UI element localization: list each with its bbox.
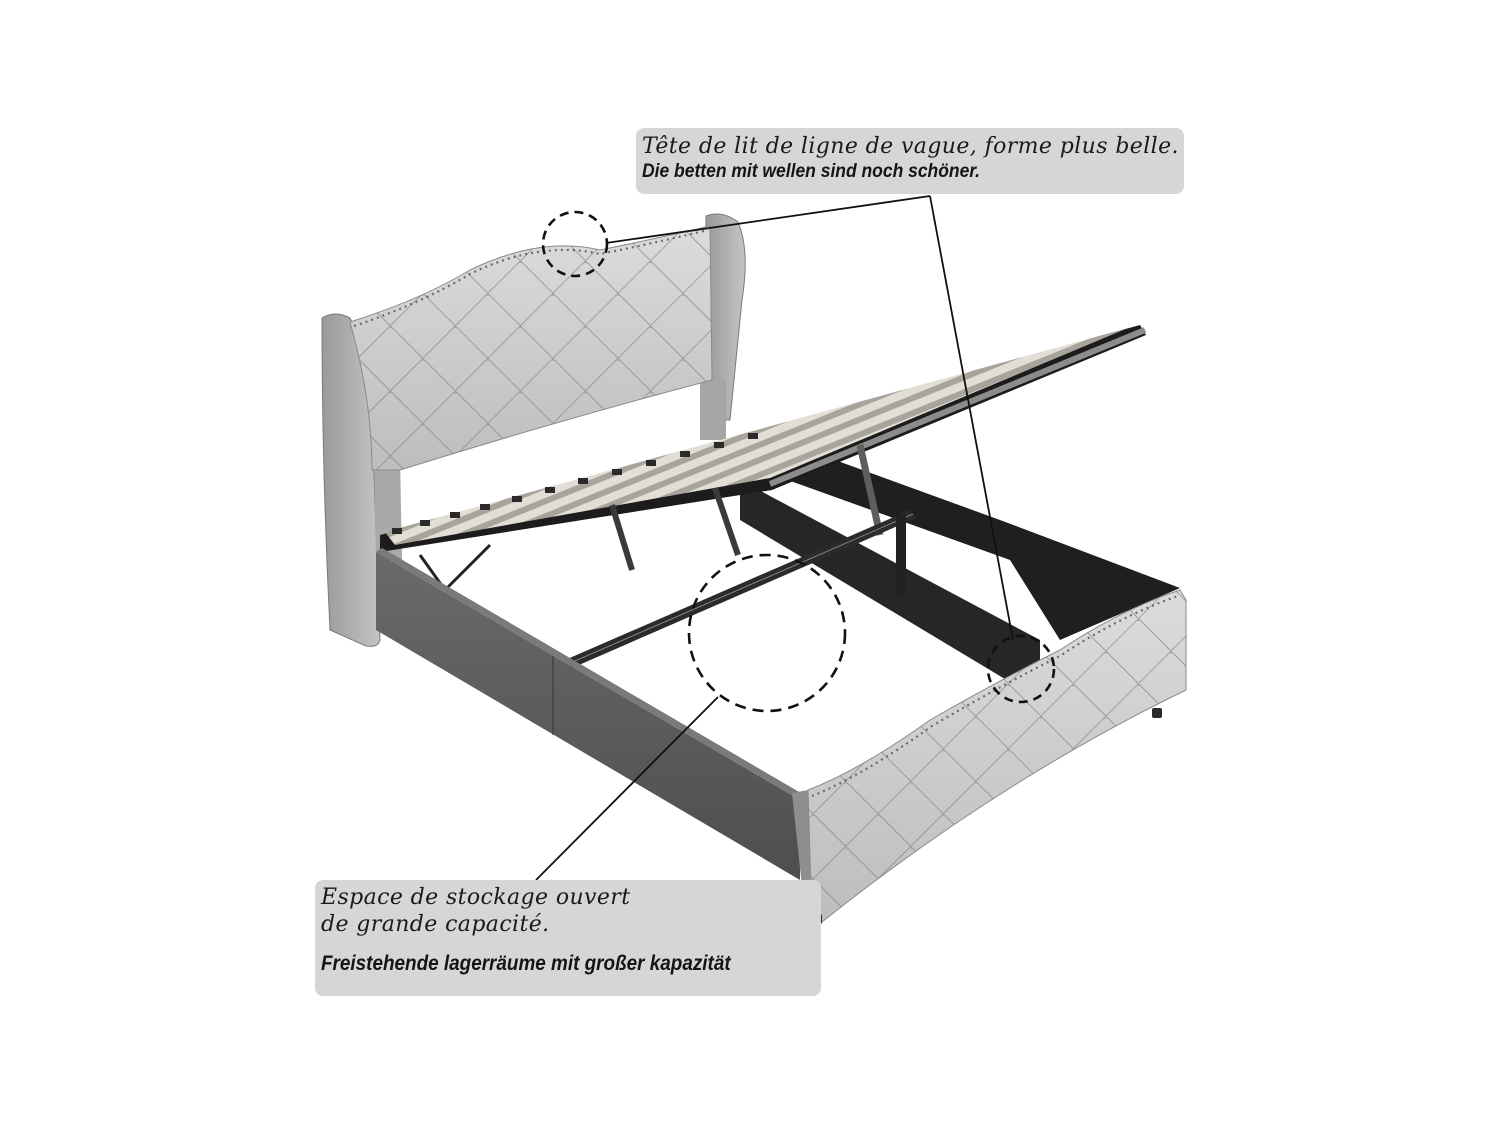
near-side-rail	[376, 548, 806, 880]
callout-headboard-fr: Tête de lit de ligne de vague, forme plu…	[642, 134, 1179, 159]
callout-headboard-de: Die betten mit wellen sind noch schöner.	[642, 161, 981, 182]
callout-headboard-wave: Tête de lit de ligne de vague, forme plu…	[636, 128, 1184, 194]
callout-leader-line	[535, 195, 1014, 881]
highlight-circle-icon	[541, 210, 609, 278]
callout-storage-fr-line2: de grande capacité.	[321, 912, 550, 937]
highlight-circle-icon	[986, 634, 1056, 704]
callout-storage-de: Freistehende lagerräume mit großer kapaz…	[321, 952, 731, 975]
center-support-bar	[565, 510, 916, 668]
callout-storage-space: Espace de stockage ouvert de grande capa…	[315, 880, 821, 996]
lifted-slat-platform	[380, 325, 1147, 592]
highlight-circle-icon	[687, 553, 847, 713]
far-side-rail	[740, 440, 1180, 700]
callout-storage-fr-line1: Espace de stockage ouvert	[321, 885, 631, 910]
headboard	[321, 213, 746, 647]
